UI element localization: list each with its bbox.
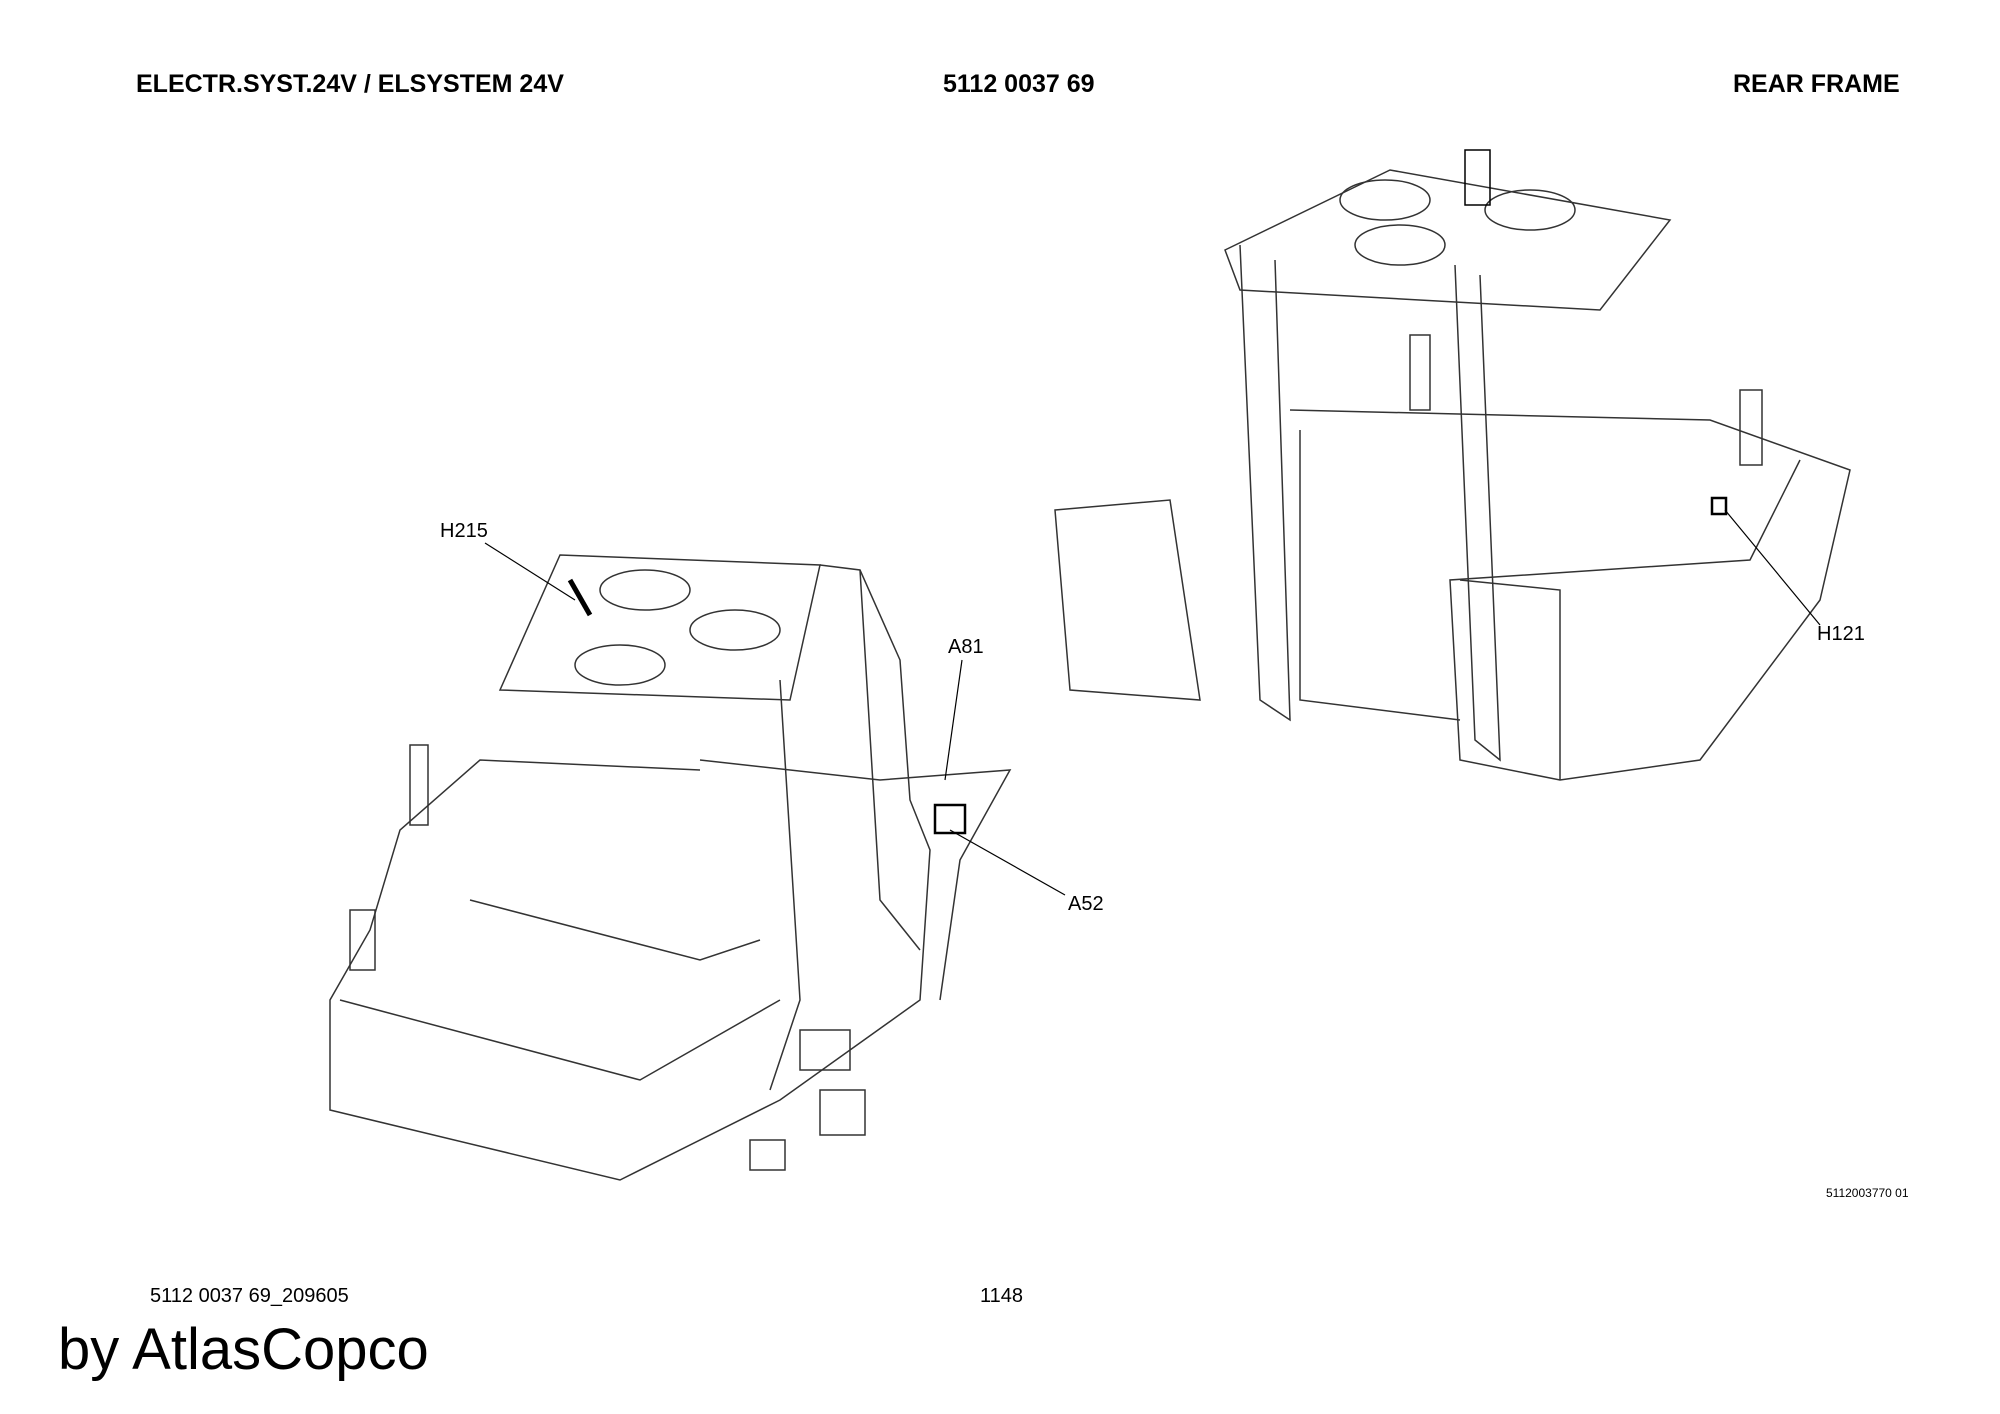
document-title: ELECTR.SYST.24V / ELSYSTEM 24V xyxy=(136,70,564,98)
left-frame-view xyxy=(329,554,1012,1181)
callout-h121: H121 xyxy=(1817,623,1865,645)
footer-doc-code: 5112 0037 69_209605 xyxy=(150,1285,349,1307)
callout-h215: H215 xyxy=(440,520,488,542)
callout-a81: A81 xyxy=(948,636,984,658)
part-number: 5112 0037 69 xyxy=(943,70,1095,98)
drawing-number: 5112003770 01 xyxy=(1826,1186,1909,1200)
right-frame-view xyxy=(1054,149,1851,781)
callout-leaders xyxy=(484,496,1821,896)
callout-a52: A52 xyxy=(1068,893,1104,915)
page-number: 1148 xyxy=(980,1285,1024,1307)
watermark: by AtlasCopco xyxy=(58,1317,429,1382)
section-title: REAR FRAME xyxy=(1733,70,1900,98)
